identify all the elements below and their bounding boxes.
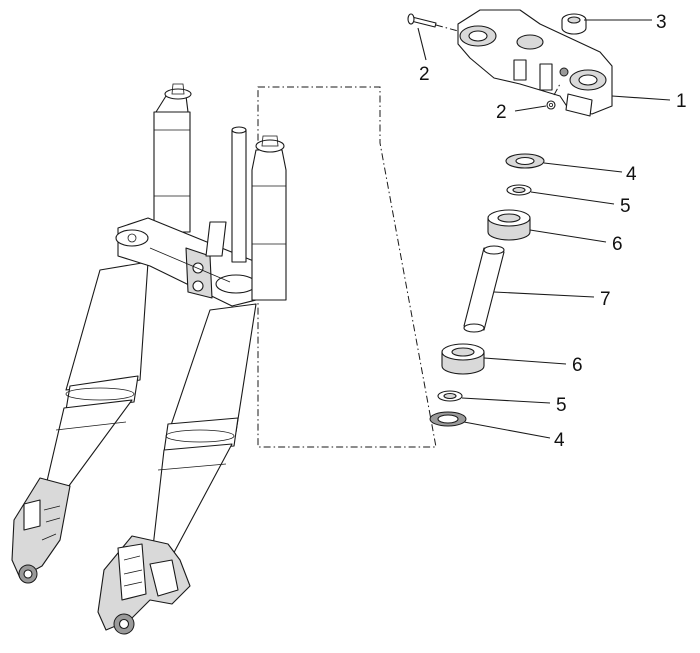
callout-2-bolt: 2 [419, 64, 430, 85]
front-fork-assembly [11, 83, 287, 635]
left-fork-leg [11, 83, 192, 584]
upper-washer [506, 184, 532, 196]
callout-4-upper: 4 [626, 164, 637, 185]
callout-2-pinch-bolt: 2 [496, 102, 507, 123]
lower-seal-ring [429, 411, 467, 427]
lower-bearing [441, 343, 485, 375]
callout-6-upper: 6 [612, 234, 623, 255]
upper-triple-clamp [457, 9, 613, 117]
callout-4-lower: 4 [554, 430, 565, 451]
callout-3: 3 [656, 12, 667, 33]
callout-5-upper: 5 [620, 196, 631, 217]
upper-seal-ring [505, 153, 545, 169]
steering-stem [205, 126, 247, 263]
assembly-boundary-line [257, 86, 437, 448]
clamp-bolt-left [407, 13, 459, 32]
steering-tube [463, 245, 505, 333]
upper-bearing [487, 209, 531, 241]
pinch-bolt [546, 83, 561, 110]
lower-triple-clamp [115, 217, 257, 307]
right-fork-leg [97, 135, 287, 635]
leader-lines [417, 19, 671, 439]
callout-1: 1 [676, 91, 687, 112]
lower-washer [437, 390, 463, 402]
stem-top-nut [561, 13, 587, 35]
callout-labels: 3 2 1 2 4 5 6 7 6 5 4 [419, 12, 687, 451]
callout-6-lower: 6 [572, 355, 583, 376]
callout-7: 7 [600, 289, 611, 310]
callout-5-lower: 5 [556, 395, 567, 416]
